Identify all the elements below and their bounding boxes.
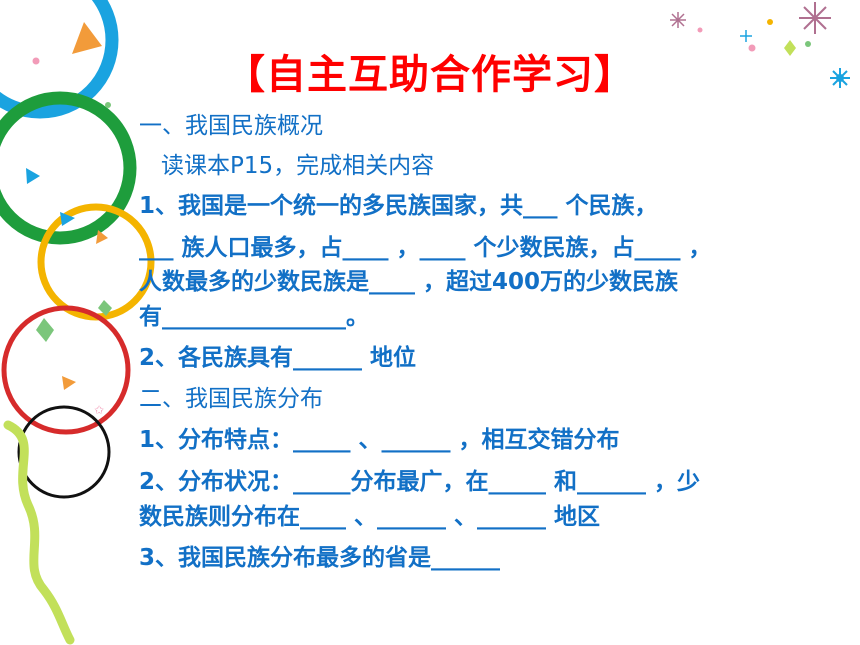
orange-triangle-confetti [72, 22, 102, 54]
green-dot-confetti [105, 102, 111, 108]
slide-title: 【自主互助合作学习】 [225, 52, 635, 98]
pink-dot-confetti [32, 57, 40, 65]
ribbon-streamer-decoration [3, 420, 75, 645]
pink-dot-confetti [748, 44, 756, 52]
green-diamond-confetti [36, 318, 54, 342]
olympic-rings-decoration [0, 0, 155, 499]
star-confetti: ✩ [94, 403, 104, 417]
most-ethnic-province-question: 3、我国民族分布最多的省是______ [139, 545, 501, 571]
distribution-feature-question: 1、分布特点：_____ 、______ ，相互交错分布 [139, 427, 620, 453]
section1-heading: 一、我国民族概况 [139, 113, 323, 139]
yellow-dot-confetti [767, 19, 773, 25]
green-dot-confetti [805, 41, 811, 47]
blue-ring [0, 0, 119, 119]
black-ring [17, 405, 111, 499]
question-1-line-4: 有________________。 [139, 304, 369, 330]
question-1-line-3: 人数最多的少数民族是____ ，超过400万的少数民族 [139, 269, 679, 295]
question-2: 2、各民族具有______ 地位 [139, 345, 417, 371]
blue-triangle-confetti [26, 168, 40, 184]
red-ring [1, 305, 131, 435]
sparkle-stars-decoration [670, 2, 850, 88]
green-diamond-confetti [98, 300, 112, 316]
question-1-line-1: 1、我国是一个统一的多民族国家，共___ 个民族， [139, 193, 658, 219]
question-1-line-2: ___ 族人口最多，占____ ，____ 个少数民族，占____ ， [139, 235, 712, 261]
section1-instruction: 读课本P15，完成相关内容 [161, 153, 435, 179]
pink-dot-confetti [697, 27, 703, 33]
orange-triangle-confetti [96, 230, 108, 244]
green-ring [0, 91, 137, 245]
distribution-status-line-2: 数民族则分布在____ 、______ 、______ 地区 [139, 504, 601, 530]
distribution-status-line-1: 2、分布状况：_____分布最广，在_____ 和______ ，少 [139, 469, 701, 495]
blue-triangle-confetti [60, 212, 75, 226]
section2-heading: 二、我国民族分布 [139, 386, 323, 412]
orange-triangle-confetti [62, 376, 76, 390]
